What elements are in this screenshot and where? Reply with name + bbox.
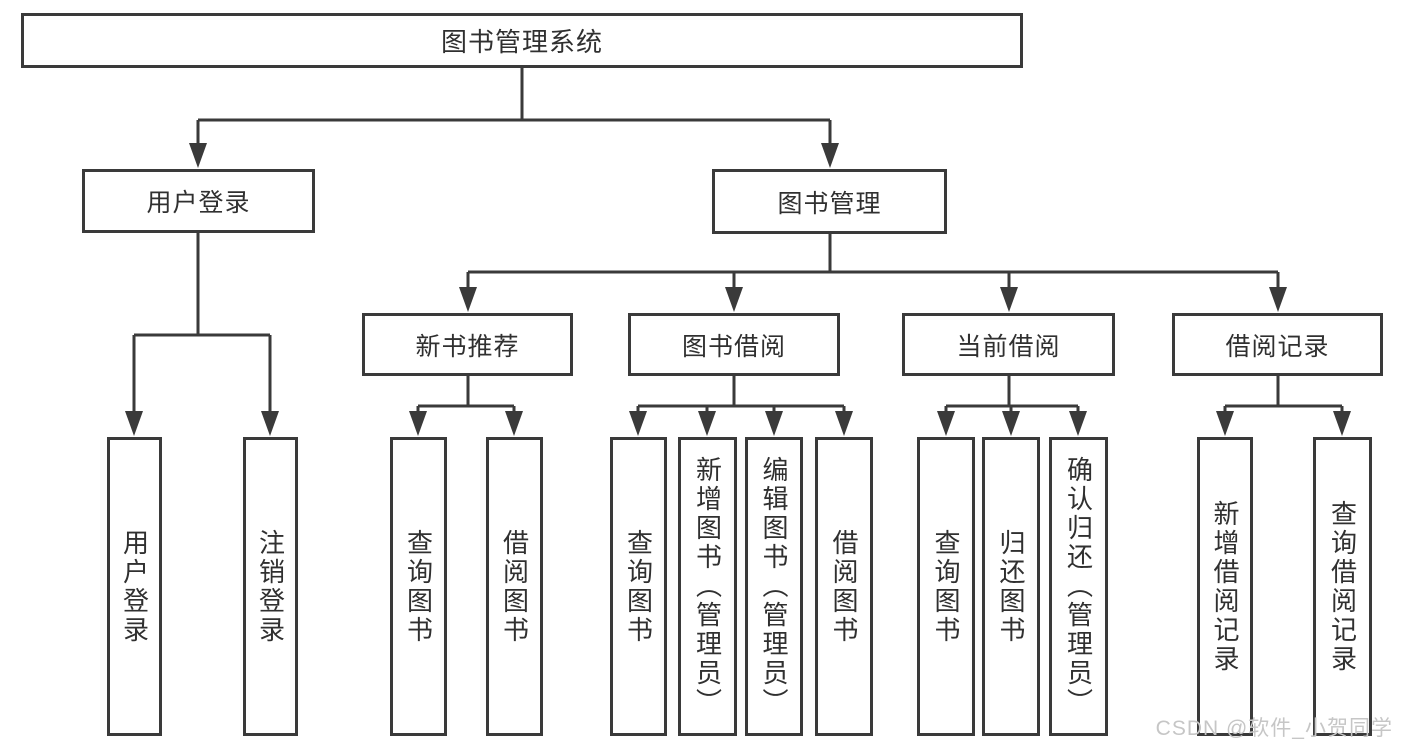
leaf-confirm-return-admin: 确认归还（管理员） (1049, 437, 1108, 736)
arrowhead-icon (765, 411, 783, 436)
node-label: 用户登录 (146, 189, 251, 217)
leaf-label: 新增图书（管理员） (692, 456, 723, 717)
leaf-label: 用户登录 (119, 528, 150, 645)
leaf-label: 借阅图书 (829, 528, 859, 645)
leaf-borrow-book: 借阅图书 (815, 437, 873, 736)
arrowhead-icon (725, 287, 743, 312)
arrowhead-icon (125, 411, 143, 436)
leaf-add-book-admin: 新增图书（管理员） (678, 437, 737, 736)
leaf-label: 查询图书 (403, 528, 434, 645)
leaf-label: 编辑图书（管理员） (759, 456, 789, 717)
node-label: 新书推荐 (415, 332, 520, 361)
node-label: 图书管理系统 (440, 27, 603, 57)
leaf-borrow-book: 借阅图书 (486, 437, 543, 736)
arrowhead-icon (629, 411, 647, 436)
arrowhead-icon (459, 287, 477, 312)
branch-book-mgmt (466, 234, 1280, 292)
arrowhead-icon (835, 411, 853, 436)
arrowhead-icon (1069, 411, 1087, 436)
csdn-watermark: CSDN @软件_小贺同学 (1155, 717, 1393, 740)
branch-root (196, 68, 832, 147)
leaf-add-borrow-record: 新增借阅记录 (1197, 437, 1253, 736)
node-label: 图书管理 (777, 189, 882, 218)
arrowhead-icon (1000, 287, 1018, 312)
arrowhead-icon (1333, 411, 1351, 436)
leaf-query-book: 查询图书 (390, 437, 447, 736)
node-new-book-recommend: 新书推荐 (362, 313, 573, 376)
node-label: 借阅记录 (1225, 332, 1330, 361)
leaf-label: 确认归还（管理员） (1063, 456, 1094, 717)
arrowhead-icon (261, 411, 279, 436)
leaf-query-borrow-record: 查询借阅记录 (1313, 437, 1372, 736)
leaf-return-book: 归还图书 (982, 437, 1040, 736)
leaf-query-book: 查询图书 (917, 437, 975, 736)
arrowhead-icon (189, 143, 207, 168)
node-book-borrow: 图书借阅 (628, 313, 840, 376)
node-book-management: 图书管理 (712, 169, 947, 234)
leaf-logout: 注销登录 (243, 437, 298, 736)
node-label: 图书借阅 (681, 332, 786, 361)
branch-new-book (416, 376, 516, 416)
leaf-label: 查询图书 (623, 528, 654, 645)
node-label: 当前借阅 (956, 332, 1061, 361)
leaf-label: 查询借阅记录 (1327, 499, 1358, 674)
arrowhead-icon (821, 143, 839, 168)
arrowhead-icon (1002, 411, 1020, 436)
leaf-label: 借阅图书 (499, 528, 530, 645)
branch-user-login (132, 233, 272, 416)
leaf-user-login: 用户登录 (107, 437, 162, 736)
arrowhead-icon (698, 411, 716, 436)
node-user-login: 用户登录 (82, 169, 315, 233)
leaf-query-book: 查询图书 (610, 437, 667, 736)
arrowhead-icon (1216, 411, 1234, 436)
arrowhead-icon (937, 411, 955, 436)
node-system-root: 图书管理系统 (21, 13, 1023, 68)
node-current-borrow: 当前借阅 (902, 313, 1115, 376)
leaf-label: 查询图书 (931, 528, 961, 645)
arrowhead-icon (505, 411, 523, 436)
arrowhead-icon (1269, 287, 1287, 312)
leaf-label: 归还图书 (996, 528, 1026, 645)
branch-borrow-record (1223, 376, 1344, 416)
leaf-edit-book-admin: 编辑图书（管理员） (745, 437, 803, 736)
leaf-label: 新增借阅记录 (1210, 499, 1240, 674)
branch-current-borrow (944, 376, 1080, 416)
leaf-label: 注销登录 (255, 528, 286, 645)
node-borrow-record: 借阅记录 (1172, 313, 1383, 376)
branch-book-borrow (636, 376, 846, 416)
arrowhead-icon (409, 411, 427, 436)
